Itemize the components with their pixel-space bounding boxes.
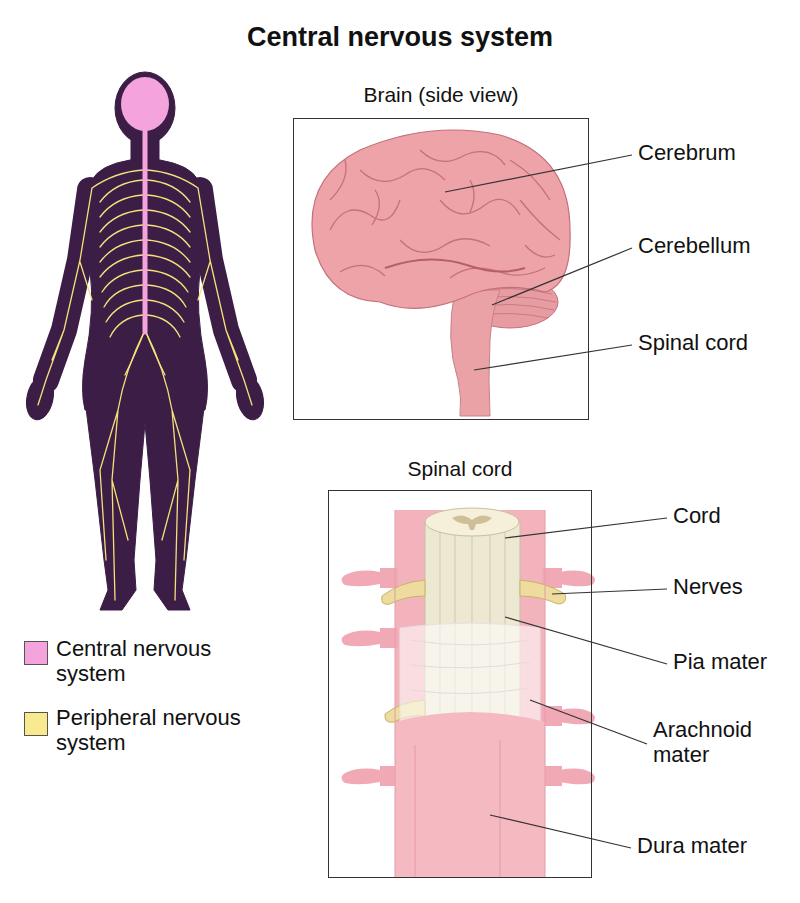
panel-box: Brain (side view) xyxy=(293,83,589,420)
spinal-cord-illustration-part xyxy=(425,508,519,536)
brain-illustration-part xyxy=(451,290,500,416)
body-silhouette-part xyxy=(200,190,244,380)
spinal-cord-illustration-part xyxy=(410,640,530,694)
peripheral-nerves-part xyxy=(100,180,143,337)
legend-label: Central nervous system xyxy=(56,637,256,686)
leader-lines-part xyxy=(474,345,632,370)
part-label: Cord xyxy=(673,504,721,529)
body-silhouette xyxy=(23,72,268,610)
central-nervous-system-part xyxy=(121,77,169,131)
spinal-cord-illustration xyxy=(342,508,596,878)
brain-illustration-part xyxy=(385,259,525,271)
part-label: Spinal cord xyxy=(638,331,748,356)
part-label: Dura mater xyxy=(637,834,747,859)
brain-illustration-part xyxy=(312,130,570,308)
panel-heading: Spinal cord xyxy=(328,457,592,481)
part-label: Nerves xyxy=(673,575,743,600)
peripheral-nerves-part xyxy=(145,330,190,600)
leader-lines-part xyxy=(552,589,667,594)
spinal-cord-illustration-part xyxy=(395,712,545,878)
peripheral-nerves-part xyxy=(147,180,190,337)
central-nervous-system-part xyxy=(143,128,148,332)
part-label: Cerebellum xyxy=(638,234,751,259)
peripheral-nerves-part xyxy=(100,330,145,600)
leader-lines-part xyxy=(492,248,632,305)
legend-swatch xyxy=(24,641,48,665)
leader-lines-part xyxy=(490,815,631,848)
leader-lines-part xyxy=(505,518,667,538)
legend-swatch xyxy=(24,712,48,736)
diagram-title: Central nervous system xyxy=(0,22,800,53)
part-label: Cerebrum xyxy=(638,141,736,166)
panel-box: Spinal cord xyxy=(328,457,592,878)
body-silhouette-part xyxy=(46,190,90,380)
panel-heading: Brain (side view) xyxy=(293,83,589,107)
central-nervous-system xyxy=(121,77,169,332)
spinal-cord-illustration-part xyxy=(382,580,566,604)
legend-label: Peripheral nervous system xyxy=(56,706,256,755)
brain-illustration xyxy=(312,130,570,416)
spinal-cord-illustration-part xyxy=(400,623,540,724)
leader-lines xyxy=(445,155,667,848)
part-label: Arachnoid mater xyxy=(653,718,783,767)
leader-lines-part xyxy=(505,617,667,664)
panel-frame xyxy=(328,490,592,878)
panel-frame xyxy=(293,118,589,420)
part-label: Pia mater xyxy=(673,650,767,675)
spinal-cord-illustration-part xyxy=(452,515,492,530)
leader-lines-part xyxy=(445,155,632,192)
peripheral-nerves-part xyxy=(125,330,165,375)
leader-lines-part xyxy=(530,700,647,744)
brain-illustration-part xyxy=(330,150,560,278)
